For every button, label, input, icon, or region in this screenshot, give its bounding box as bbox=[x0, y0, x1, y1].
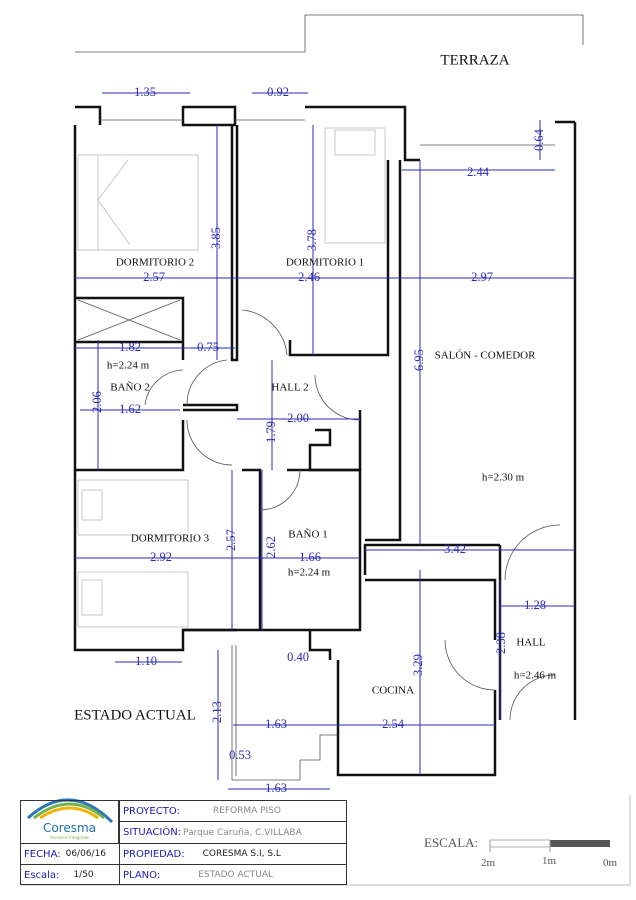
dim-kitchen-wall: 0.40 bbox=[287, 650, 309, 664]
scale-bar bbox=[489, 839, 610, 852]
dim-dorm2-depth: 3.85 bbox=[209, 227, 223, 249]
dim-dorm3-window: 1.10 bbox=[135, 654, 157, 668]
proyecto-row: PROYECTO: REFORMA PISO bbox=[119, 801, 347, 822]
situacion-label: SITUACIÓN: bbox=[123, 827, 182, 838]
height-bano-1: h=2.24 m bbox=[288, 567, 331, 579]
dim-hall2-width: 2.00 bbox=[287, 411, 309, 425]
dim-hall2-depth: 1.79 bbox=[264, 421, 278, 443]
scale-tick-2m: 2m bbox=[481, 857, 496, 869]
escala-row: Escala: 1/50 bbox=[21, 865, 119, 885]
scale-tick-1m: 1m bbox=[542, 855, 557, 867]
dim-bano1-width: 1.66 bbox=[299, 550, 321, 564]
dim-balcony-depth: 2.13 bbox=[210, 701, 224, 723]
door-swings bbox=[144, 309, 561, 721]
situacion-value: Parque Caruña, C.VILLABA bbox=[183, 827, 302, 838]
room-label-dormitorio-2: DORMITORIO 2 bbox=[116, 257, 194, 269]
dim-bano2-depth: 2.06 bbox=[90, 391, 104, 413]
dim-passage: 0.75 bbox=[197, 340, 219, 354]
sheet-frame bbox=[20, 795, 631, 886]
dim-balcony-step: 0.53 bbox=[229, 748, 251, 762]
logo-subtitle: Servicios Integrales bbox=[49, 835, 90, 840]
logo-name: Coresma bbox=[42, 821, 97, 835]
dim-dorm2-window: 1.35 bbox=[134, 85, 156, 99]
height-salon: h=2.30 m bbox=[482, 472, 525, 484]
dim-hall-width: 1.28 bbox=[524, 598, 546, 612]
room-label-hall-2: HALL 2 bbox=[271, 382, 308, 394]
plano-row: PLANO: ESTADO ACTUAL bbox=[119, 865, 347, 885]
dim-dorm2-width: 2.57 bbox=[143, 270, 165, 284]
dim-balcony-bottom: 1.63 bbox=[265, 781, 287, 795]
title-block: Coresma Servicios Integrales PROYECTO: R… bbox=[20, 800, 347, 885]
propiedad-row: PROPIEDAD: CORESMA S.I, S.L bbox=[119, 844, 347, 865]
walls bbox=[73, 105, 577, 781]
propiedad-value: CORESMA S.I, S.L bbox=[202, 849, 281, 859]
dimension-labels: 1.35 0.92 0.64 2.44 3.85 3.78 2.57 2.46 … bbox=[90, 85, 546, 795]
room-label-cocina: COCINA bbox=[372, 685, 414, 697]
dim-kitchen-depth: 3.29 bbox=[411, 654, 425, 676]
dim-dorm3-depth: 2.57 bbox=[224, 529, 238, 551]
room-label-dormitorio-3: DORMITORIO 3 bbox=[131, 533, 210, 545]
dim-bano1-depth: 2.62 bbox=[264, 536, 278, 558]
terrace-outline bbox=[75, 14, 584, 53]
dim-dorm1-depth: 3.78 bbox=[305, 229, 319, 251]
dim-terrace-door: 2.44 bbox=[467, 165, 490, 179]
plano-label: PLANO: bbox=[123, 869, 161, 881]
room-label-dormitorio-1: DORMITORIO 1 bbox=[286, 257, 364, 269]
dim-terrace-wall: 0.64 bbox=[532, 128, 546, 151]
dim-salon-width: 2.97 bbox=[471, 270, 493, 284]
furniture bbox=[77, 127, 386, 628]
room-label-bano-1: BAÑO 1 bbox=[288, 529, 327, 541]
dim-salon-depth: 6.95 bbox=[412, 349, 426, 371]
plan-title: ESTADO ACTUAL bbox=[74, 707, 196, 723]
fecha-row: FECHA: 06/06/16 bbox=[21, 844, 119, 865]
terrace-label: TERRAZA bbox=[440, 52, 509, 68]
dim-salon-lower: 3.42 bbox=[444, 542, 466, 556]
dimension-lines bbox=[75, 92, 575, 790]
dim-dorm3-width: 2.92 bbox=[150, 550, 172, 564]
escala-label: Escala: bbox=[24, 869, 60, 881]
height-bano-2: h=2.24 m bbox=[107, 360, 150, 372]
height-hall: h=2.46 m bbox=[514, 670, 557, 682]
plano-value: ESTADO ACTUAL bbox=[198, 870, 273, 880]
room-label-salon-comedor: SALÓN - COMEDOR bbox=[435, 350, 537, 362]
fecha-label: FECHA: bbox=[24, 848, 61, 860]
situacion-row: SITUACIÓN: Parque Caruña, C.VILLABA bbox=[119, 822, 347, 844]
dim-bano2-inner: 1.62 bbox=[119, 402, 141, 416]
scale-label: ESCALA: bbox=[424, 835, 479, 850]
room-label-bano-2: BAÑO 2 bbox=[110, 382, 149, 394]
dim-dorm1-window: 0.92 bbox=[267, 85, 289, 99]
dim-bano2-width: 1.82 bbox=[119, 340, 141, 354]
dim-hall-depth: 2.38 bbox=[494, 632, 508, 654]
dim-dorm1-width: 2.46 bbox=[298, 270, 320, 284]
room-label-hall: HALL bbox=[516, 637, 546, 649]
escala-value: 1/50 bbox=[73, 870, 94, 880]
proyecto-value: REFORMA PISO bbox=[212, 806, 282, 816]
scale-tick-0m: 0m bbox=[603, 857, 618, 869]
fecha-value: 06/06/16 bbox=[65, 849, 107, 859]
dim-kitchen-width: 2.54 bbox=[382, 717, 405, 731]
company-logo: Coresma Servicios Integrales bbox=[21, 801, 119, 844]
propiedad-label: PROPIEDAD: bbox=[123, 848, 185, 860]
dim-balcony-width: 1.63 bbox=[265, 717, 287, 731]
proyecto-label: PROYECTO: bbox=[123, 805, 180, 817]
